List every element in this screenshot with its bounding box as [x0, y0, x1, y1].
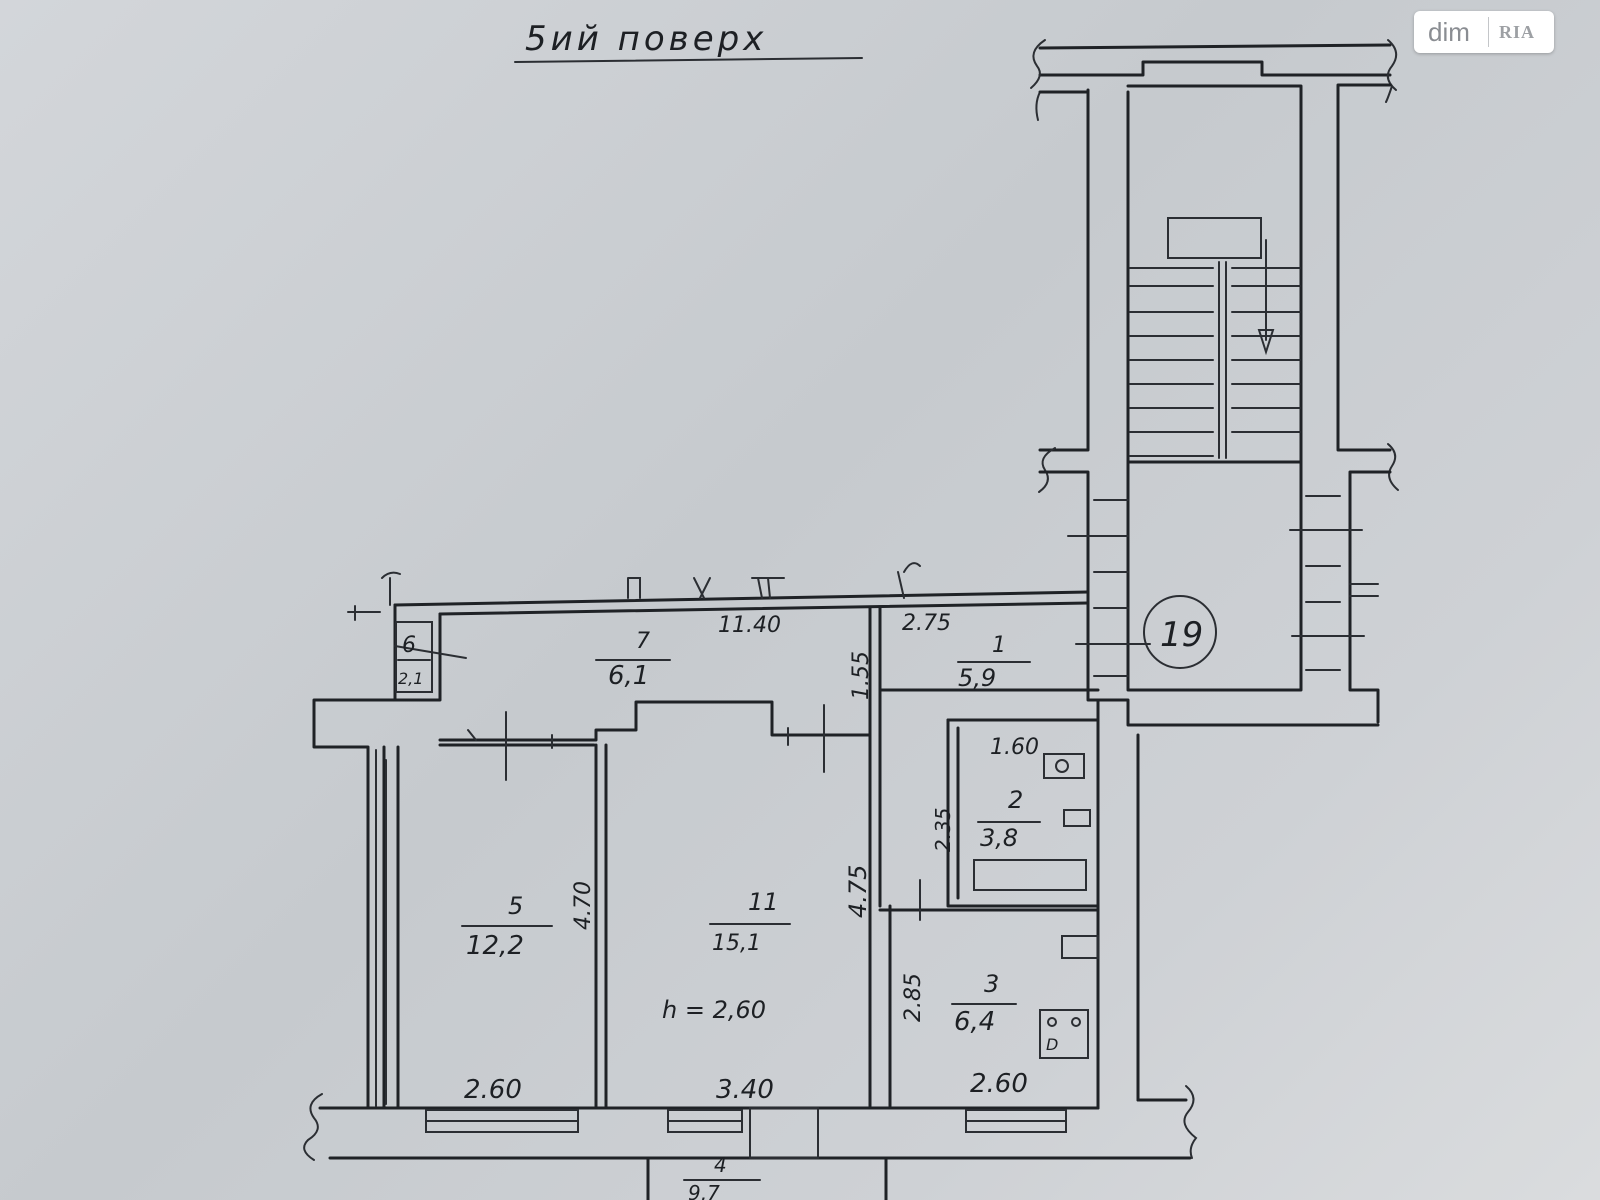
- stairwell: 19: [1030, 39, 1399, 724]
- watermark-ria-logo: RIA: [1499, 21, 1536, 42]
- title-underline: [514, 57, 863, 63]
- room1-area: 5,9: [958, 664, 996, 692]
- floor-title: 5ий поверх: [514, 19, 863, 63]
- stairwell-number-circle: [1143, 595, 1217, 669]
- dim-bathroom-length: 2.35: [931, 807, 955, 852]
- stairwell-number: 19: [1160, 615, 1203, 655]
- sink-icon: [1061, 935, 1099, 959]
- dim-room1-width: 2.75: [902, 611, 951, 636]
- dim-ria-watermark: dim RIA: [1414, 11, 1554, 53]
- watermark-dim-text: dim: [1428, 16, 1470, 47]
- watermark-divider: [1488, 17, 1489, 47]
- room3-number: 3: [984, 970, 999, 998]
- stair-arrow-icon: [1257, 239, 1275, 356]
- ceiling-height: h = 2,60: [662, 996, 766, 1024]
- bathtub-icon: [973, 859, 1087, 891]
- dim-kitchen-length: 2.85: [901, 973, 926, 1022]
- room11-number: 11: [748, 888, 779, 916]
- stairwell-landing: [1126, 460, 1303, 692]
- dim-room11-length: 4.75: [844, 865, 872, 918]
- stove-label: D: [1046, 1035, 1058, 1054]
- room1-number: 1: [992, 633, 1006, 658]
- floor-title-text: 5ий поверх: [525, 19, 767, 59]
- room6-number: 6: [402, 633, 416, 658]
- room2-number: 2: [1008, 786, 1023, 814]
- room7-area: 6,1: [608, 661, 649, 691]
- room2-area: 3,8: [980, 824, 1018, 852]
- dim-bathroom-width: 1.60: [990, 735, 1039, 760]
- stair-treads-left: [1129, 267, 1214, 457]
- room3-area: 6,4: [954, 1007, 995, 1037]
- closet-room6: [395, 621, 433, 693]
- room6-area: 2,1: [398, 669, 423, 688]
- room5-number: 5: [508, 892, 523, 920]
- washbasin-icon: [1043, 753, 1085, 779]
- dimension-labels: 11.40 1.55 2.75 1.60 2.35 4.70 4.75 2.85…: [464, 611, 1039, 1105]
- room4-number: 4: [714, 1153, 727, 1177]
- room11-area: 15,1: [712, 931, 761, 956]
- dim-room5-length: 4.70: [571, 881, 596, 930]
- room5-area: 12,2: [466, 931, 524, 961]
- room4-area: 9,7: [688, 1181, 720, 1200]
- dim-room11-width: 3.40: [716, 1075, 774, 1105]
- dim-corridor-length: 11.40: [718, 613, 781, 638]
- dim-room5-width: 2.60: [464, 1075, 522, 1105]
- dim-kitchen-width: 2.60: [970, 1069, 1028, 1099]
- room7-number: 7: [636, 629, 650, 654]
- room-labels: 6 2,1 7 6,1 1 5,9 2 3,8 3 6,4 5 12,2 11 …: [397, 629, 1041, 1200]
- stove-icon: [1039, 1009, 1089, 1059]
- stair-treads-lower: [1067, 495, 1379, 677]
- dim-corridor-width: 1.55: [849, 651, 874, 700]
- apartment-walls: D: [303, 562, 1380, 1200]
- stairwell-top-wall: [1038, 43, 1392, 50]
